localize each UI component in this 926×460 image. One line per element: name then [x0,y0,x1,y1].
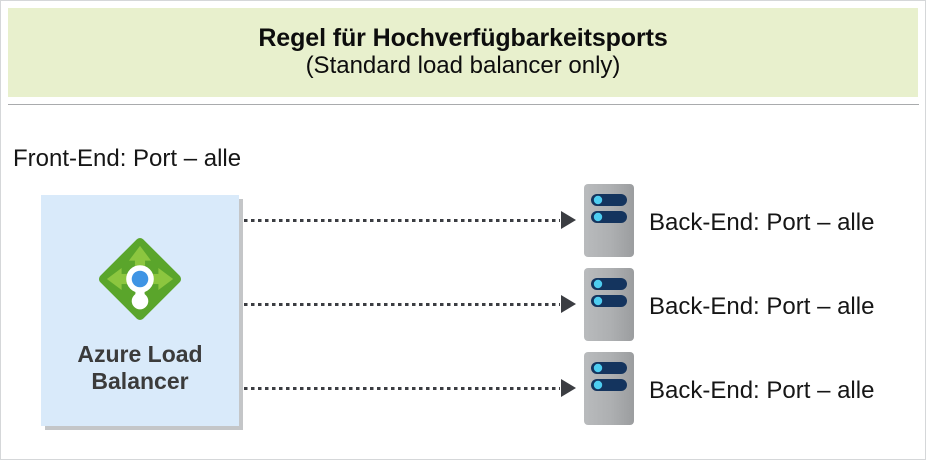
load-balancer-caption: Azure Load Balancer [77,341,202,395]
header-subtitle: (Standard load balancer only) [305,52,621,80]
connector-3-arrowhead-icon [561,379,576,397]
connector-2 [244,295,576,313]
connector-2-arrowhead-icon [561,295,576,313]
header-band: Regel für Hochverfügbarkeitsports (Stand… [8,8,918,97]
connector-3 [244,379,576,397]
backend-label-2: Back-End: Port – alle [649,293,875,320]
connector-3-line [244,386,560,390]
server-icon [584,268,634,341]
connector-1-arrowhead-icon [561,211,576,229]
connector-2-line [244,302,560,306]
load-balancer-caption-line2: Balancer [91,368,189,395]
server-icon [584,184,634,257]
backend-label-1: Back-End: Port – alle [649,209,875,236]
server-icon [584,352,634,425]
load-balancer-box: Azure Load Balancer [41,195,239,426]
header-divider [8,104,919,105]
connector-1-line [244,218,560,222]
connector-1 [244,211,576,229]
header-title: Regel für Hochverfügbarkeitsports [258,24,668,53]
backend-label-3: Back-End: Port – alle [649,377,875,404]
frontend-label: Front-End: Port – alle [13,145,242,172]
load-balancer-caption-line1: Azure Load [77,341,203,367]
azure-load-balancer-icon [94,233,186,325]
